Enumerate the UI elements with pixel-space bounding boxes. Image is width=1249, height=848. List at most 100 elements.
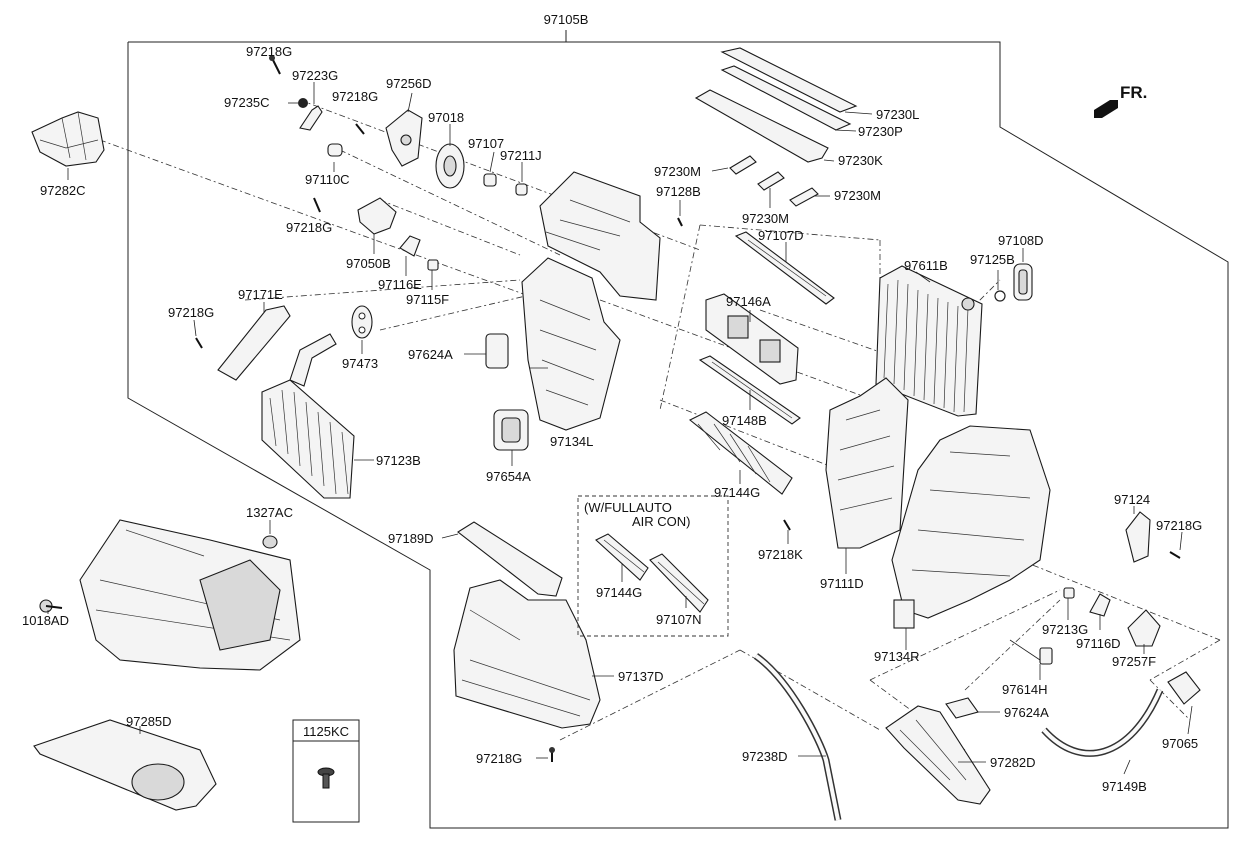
part-label-1327ac: 1327AC [246,505,293,520]
screw-icon [355,123,365,135]
blower-motor-97018-shape [435,143,465,189]
part-label-97128b: 97128B [656,184,701,199]
duct-97282c-shape [31,111,105,167]
part-label-97144g: 97144G [714,485,760,500]
hose-97149b-shape [1041,688,1164,757]
gasket-97624a-shape [485,333,509,369]
part-label-97123b: 97123B [376,453,421,468]
filter-97107d-shape [734,231,835,305]
part-label-97285d: 97285D [126,714,172,729]
door-97146a-shape [705,293,799,385]
actuator-97257f-shape [1127,609,1161,647]
clip-97235c-icon [298,98,308,108]
screw-icon [313,197,321,213]
partition-97111d-shape [825,377,909,549]
bolt-icon [317,767,335,789]
bolt-1018ad-icon [39,599,63,613]
pipe-97171e-shape [217,305,291,381]
kc-box: 1125KC [292,719,360,823]
lever-97223g-shape [299,105,323,131]
part-label-97218g: 97218G [476,751,522,766]
screw-icon [549,747,555,762]
part-label-97238d: 97238D [742,749,788,764]
part-label-97218g: 97218G [332,89,378,104]
link-97116e-shape [399,235,421,257]
part-label-97189d: 97189D [388,531,434,546]
part-label-97134r: 97134R [874,649,920,664]
sensor-97614h-shape [1009,639,1053,665]
seal-97230m-shape [729,155,819,207]
actuator-97050b-shape [357,197,397,235]
assembly-label: 97105B [544,12,589,27]
part-label-97230m: 97230M [742,211,789,226]
evaporator-97611b-shape [875,265,983,417]
assembly-frame [127,30,1229,829]
part-label-97218g: 97218G [286,220,332,235]
part-label-97473: 97473 [342,356,378,371]
part-label-97116d: 97116D [1076,636,1121,651]
part-label-97107n: 97107N [656,612,702,627]
case-97134l-shape [521,257,621,431]
part-label-97148b: 97148B [722,413,767,428]
duct-97282d-shape [885,705,991,805]
assembled-unit-shape [79,519,301,671]
heater-core-97123b-shape [261,333,355,499]
grommet-97108d-shape [1013,263,1033,301]
part-label-97110c: 97110C [305,172,350,187]
part-label-97654a: 97654A [486,469,531,484]
valve-97065-shape [1167,671,1201,705]
part-label-97211j: 97211J [500,148,542,163]
screw-icon [783,519,791,531]
bushing-97107-shape [483,173,497,187]
door-97144g-b-shape [595,533,649,581]
part-label-97624a: 97624A [408,347,453,362]
screw-icon [1169,551,1181,559]
part-label-1018ad: 1018AD [22,613,69,628]
screw-icon [195,337,203,349]
part-label-97230k: 97230K [838,153,883,168]
seal-97230l-shape [694,47,858,163]
door-97107n-shape [649,553,709,613]
part-label-97116e: 97116E [378,277,422,292]
front-direction-indicator: FR. [1094,83,1147,118]
gasket-97624a-b-shape [945,697,979,719]
part-label-97218k: 97218K [758,547,803,562]
option-line2: AIR CON) [632,514,691,529]
option-line1: (W/FULLAUTO [584,500,672,515]
part-label-97223g: 97223G [292,68,338,83]
gasket-97654a-shape [493,409,529,451]
grommet-1327ac-icon [262,535,278,549]
kc-box-title: 1125KC [303,724,349,739]
part-label-97144g: 97144G [596,585,642,600]
part-label-97230m: 97230M [834,188,881,203]
part-label-97134l: 97134L [550,434,593,449]
clip-97213g-shape [1063,587,1075,599]
cover-97285d-shape [33,719,217,811]
option-box: (W/FULLAUTO AIR CON) [577,495,729,637]
oring-97125b-icon [994,290,1006,302]
part-label-97218g: 97218G [246,44,292,59]
case-97134r-shape [891,425,1051,629]
part-label-97213g: 97213G [1042,622,1088,637]
part-label-97115f: 97115F [406,292,449,307]
part-label-97218g: 97218G [1156,518,1202,533]
part-label-97230l: 97230L [876,107,919,122]
part-label-97282d: 97282D [990,755,1036,770]
part-label-97257f: 97257F [1112,654,1156,669]
part-label-97230m: 97230M [654,164,701,179]
part-label-97107d: 97107D [758,228,804,243]
clip-97115f-shape [427,259,439,271]
actuator-97124-shape [1125,511,1151,563]
part-labels: 97218G 97223G 97235C 97218G 97256D 97018… [22,44,1202,794]
leader-lines [47,82,1193,775]
part-label-97146a: 97146A [726,294,771,309]
part-label-97611b: 97611B [904,258,948,273]
part-label-97149b: 97149B [1102,779,1147,794]
gasket-97473-shape [351,305,373,339]
part-label-97137d: 97137D [618,669,664,684]
door-97144g-shape [688,411,793,495]
part-label-97107: 97107 [468,136,504,151]
bushing-97211j-shape [515,183,528,196]
reference-lines [99,99,1221,751]
